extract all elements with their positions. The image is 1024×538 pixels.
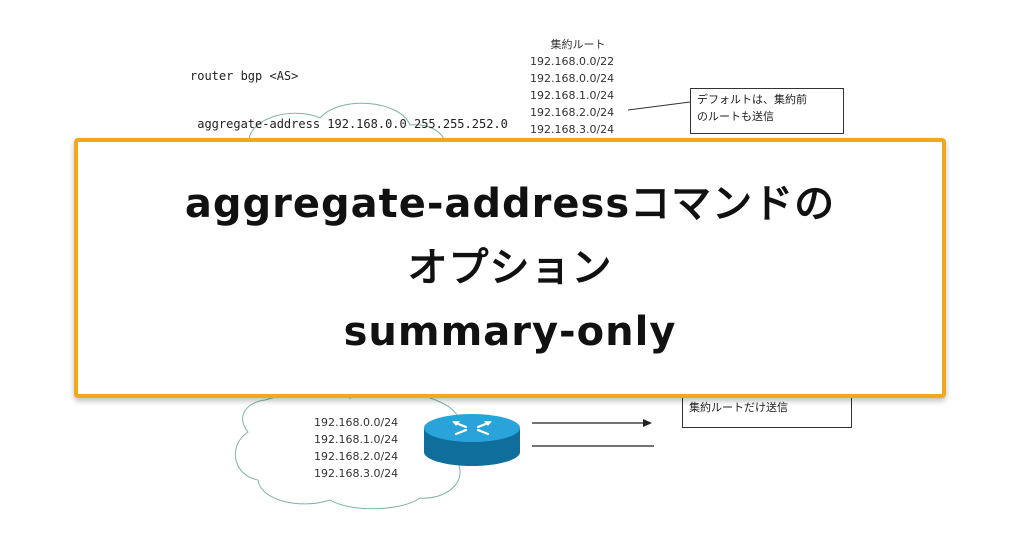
top-route-list: 集約ルート 192.168.0.0/22 192.168.0.0/24 192.… bbox=[530, 36, 620, 138]
banner-title-line-2: オプション bbox=[407, 245, 613, 291]
command-line-1: router bgp <AS> bbox=[190, 69, 299, 83]
route-item: 192.168.0.0/24 bbox=[314, 416, 399, 429]
callout-top-line-1: デフォルトは、集約前 bbox=[697, 93, 807, 106]
arrow-top-head bbox=[643, 419, 652, 427]
callout-bottom-text: 集約ルートだけ送信 bbox=[689, 401, 788, 414]
bgp-command: router bgp <AS> aggregate-address 192.16… bbox=[190, 36, 508, 148]
route-item: 192.168.3.0/24 bbox=[530, 123, 615, 136]
router-icon bbox=[424, 414, 520, 466]
route-item: 192.168.2.0/24 bbox=[314, 450, 399, 463]
route-item: 192.168.1.0/24 bbox=[314, 433, 399, 446]
route-item: 192.168.2.0/24 bbox=[530, 106, 615, 119]
route-item: 192.168.0.0/24 bbox=[530, 72, 615, 85]
route-item: 192.168.3.0/24 bbox=[314, 467, 399, 480]
command-line-2: aggregate-address 192.168.0.0 255.255.25… bbox=[190, 117, 508, 131]
route-item: 192.168.0.0/22 bbox=[530, 55, 615, 68]
banner-title-line-1: aggregate-addressコマンドの bbox=[184, 181, 836, 227]
bottom-route-list: 192.168.0.0/24 192.168.1.0/24 192.168.2.… bbox=[314, 414, 398, 482]
callout-top-leader bbox=[627, 101, 691, 111]
title-banner: aggregate-addressコマンドの オプション summary-onl… bbox=[74, 138, 946, 398]
callout-top-line-2: のルートも送信 bbox=[697, 110, 774, 123]
banner-title-line-3: summary-only bbox=[343, 309, 677, 355]
callout-summary-only: 集約ルートだけ送信 bbox=[682, 396, 852, 428]
callout-default-behavior: デフォルトは、集約前 のルートも送信 bbox=[690, 88, 844, 134]
route-item: 192.168.1.0/24 bbox=[530, 89, 615, 102]
route-list-header: 集約ルート bbox=[550, 38, 606, 51]
